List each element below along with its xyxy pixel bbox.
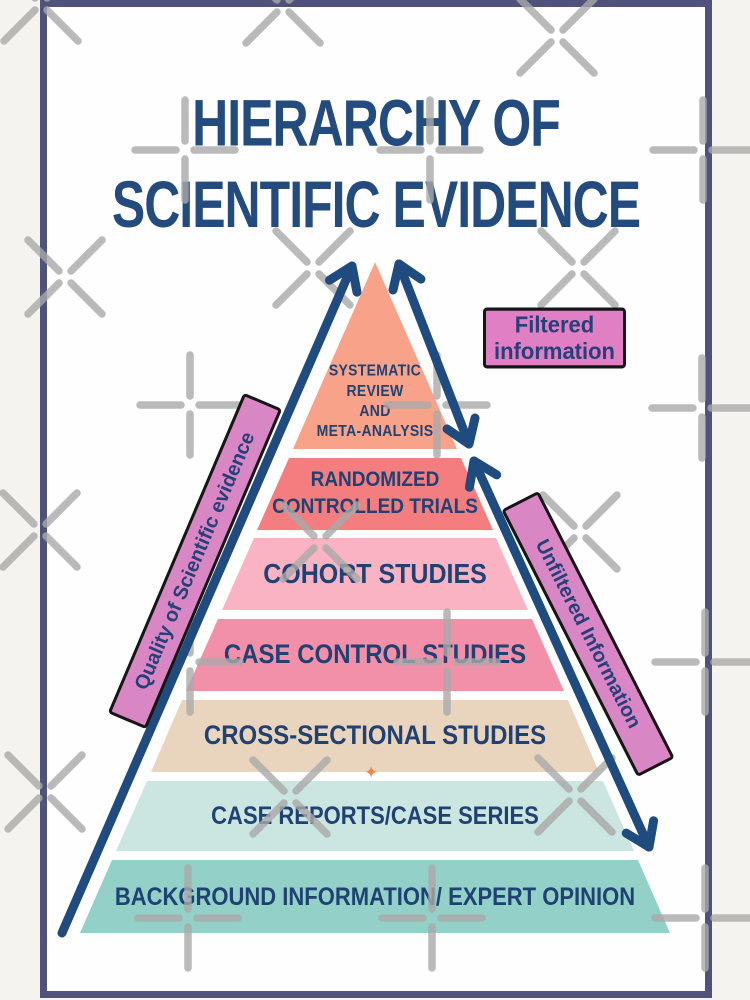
label-line: SYSTEMATIC [328, 361, 422, 379]
filtered-information-label: Filtered information [494, 311, 615, 365]
label-line: CASE REPORTS/CASE SERIES [211, 801, 539, 830]
pyramid-level-cohort-studies: COHORT STUDIES [222, 538, 528, 610]
label-line: CASE CONTROL STUDIES [223, 639, 527, 670]
title-line-2: SCIENTIFIC EVIDENCE [111, 167, 641, 242]
pyramid-level-case-reports: CASE REPORTS/CASE SERIES [116, 781, 634, 851]
pyramid-level-label: RANDOMIZED CONTROLLED TRIALS [272, 467, 478, 521]
label-line: REVIEW [346, 381, 404, 400]
pyramid-level-label: CROSS-SECTIONAL STUDIES [204, 720, 546, 751]
pyramid-level-background-information: BACKGROUND INFORMATION/ EXPERT OPINION [80, 860, 670, 933]
pyramid-level-label: CASE CONTROL STUDIES [224, 639, 526, 670]
label-line: AND [359, 401, 391, 420]
pyramid-level-randomized-controlled-trials: RANDOMIZED CONTROLLED TRIALS [257, 458, 493, 530]
pyramid-level-label: CASE REPORTS/CASE SERIES [211, 801, 539, 830]
pyramid-level-label: COHORT STUDIES [263, 558, 487, 590]
label-line: CROSS-SECTIONAL STUDIES [203, 720, 547, 751]
pyramid-level-case-control-studies: CASE CONTROL STUDIES [186, 619, 564, 691]
label-line: CONTROLLED TRIALS [272, 495, 478, 519]
pyramid-level-label: BACKGROUND INFORMATION/ EXPERT OPINION [115, 882, 635, 911]
sparkle-icon: ✦ [364, 763, 379, 782]
title-line-1: HIERARCHY OF [192, 85, 561, 160]
label-line: COHORT STUDIES [263, 557, 487, 590]
pyramid-level-label: SYSTEMATIC REVIEW AND META-ANALYSIS [316, 360, 434, 449]
label-line: BACKGROUND INFORMATION/ EXPERT OPINION [114, 881, 636, 910]
filtered-information-tag: Filtered information [483, 307, 626, 369]
label-line: META-ANALYSIS [316, 421, 434, 440]
label-line: RANDOMIZED [310, 468, 440, 492]
pyramid-level-cross-sectional-studies: CROSS-SECTIONAL STUDIES [151, 700, 599, 772]
